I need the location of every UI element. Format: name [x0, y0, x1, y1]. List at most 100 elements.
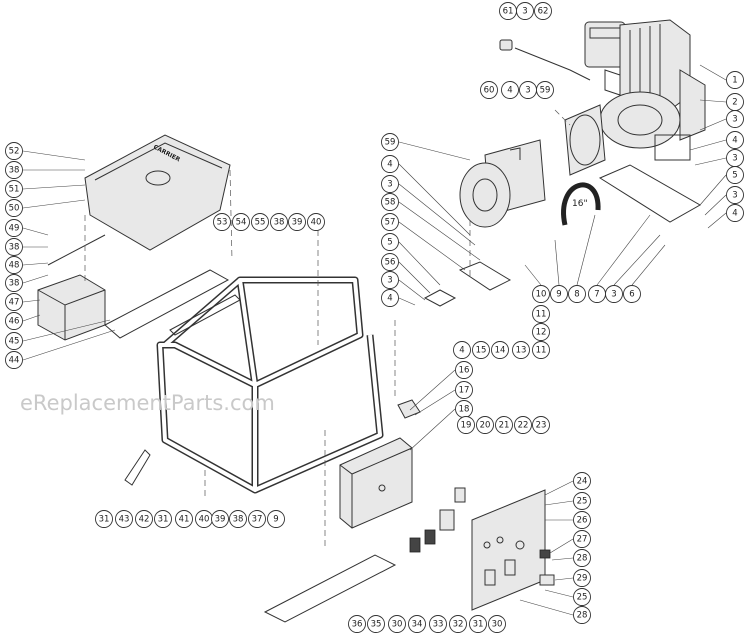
- callout-number: 38: [233, 515, 244, 525]
- callout-number: 55: [255, 218, 266, 228]
- callout-12: 12: [532, 323, 550, 341]
- engine-assembly: [584, 19, 706, 161]
- mount-bracket-left: [423, 289, 457, 307]
- callout-number: 36: [352, 620, 363, 630]
- callout-number: 38: [9, 243, 20, 253]
- callout-4: 4: [726, 131, 744, 149]
- callout-number: 40: [311, 218, 322, 228]
- callout-9: 9: [267, 510, 285, 528]
- callout-3: 3: [516, 2, 534, 20]
- callout-number: 9: [556, 290, 561, 300]
- receptacles: [409, 487, 555, 586]
- callout-number: 28: [577, 554, 588, 564]
- callout-3: 3: [519, 81, 537, 99]
- callout-number: 3: [387, 276, 392, 286]
- callout-number: 51: [9, 185, 20, 195]
- callout-44: 44: [5, 351, 23, 369]
- callout-number: 16: [459, 366, 470, 376]
- callout-27: 27: [573, 530, 591, 548]
- callout-number: 17: [459, 386, 470, 396]
- throttle-rod: [514, 47, 591, 81]
- callout-4: 4: [501, 81, 519, 99]
- callout-number: 11: [536, 346, 547, 356]
- callout-29: 29: [573, 569, 591, 587]
- callout-42: 42: [135, 510, 153, 528]
- callout-55: 55: [251, 213, 269, 231]
- callout-number: 59: [385, 138, 396, 148]
- adapter-ring: [564, 104, 606, 176]
- hose: [561, 182, 601, 226]
- callout-number: 3: [387, 180, 392, 190]
- callout-number: 4: [507, 86, 512, 96]
- callout-number: 38: [9, 279, 20, 289]
- callout-number: 34: [412, 620, 423, 630]
- hose-length-label: 16": [572, 199, 588, 209]
- callout-15: 15: [472, 341, 490, 359]
- callout-number: 56: [385, 258, 396, 268]
- callout-number: 2: [732, 98, 737, 108]
- fuel-valve: [397, 399, 421, 419]
- callout-number: 4: [387, 294, 392, 304]
- callout-3: 3: [726, 149, 744, 167]
- callout-59: 59: [536, 81, 554, 99]
- callout-number: 3: [611, 290, 616, 300]
- callout-number: 46: [9, 317, 20, 327]
- callout-number: 18: [459, 405, 470, 415]
- callout-number: 50: [9, 204, 20, 214]
- callout-4: 4: [381, 289, 399, 307]
- callout-26: 26: [573, 511, 591, 529]
- callout-number: 3: [525, 86, 530, 96]
- callout-number: 15: [476, 346, 487, 356]
- callout-number: 31: [99, 515, 110, 525]
- callout-number: 13: [516, 346, 527, 356]
- callout-38: 38: [5, 238, 23, 256]
- callout-1: 1: [726, 71, 744, 89]
- callout-number: 53: [217, 218, 228, 228]
- callout-48: 48: [5, 256, 23, 274]
- callout-38: 38: [5, 274, 23, 292]
- callout-52: 52: [5, 142, 23, 160]
- callout-40: 40: [307, 213, 325, 231]
- callout-number: 22: [518, 421, 529, 431]
- battery-tray: [104, 269, 230, 339]
- callout-3: 3: [381, 271, 399, 289]
- callout-20: 20: [476, 416, 494, 434]
- callout-number: 4: [732, 209, 737, 219]
- callout-11: 11: [532, 305, 550, 323]
- callout-number: 24: [577, 477, 588, 487]
- callout-number: 60: [484, 86, 495, 96]
- callout-number: 3: [522, 7, 527, 17]
- callout-number: 43: [119, 515, 130, 525]
- callout-number: 54: [236, 218, 247, 228]
- callout-number: 31: [158, 515, 169, 525]
- callout-number: 41: [179, 515, 190, 525]
- callout-61: 61: [499, 2, 517, 20]
- callout-number: 9: [273, 515, 278, 525]
- callout-number: 1: [732, 76, 737, 86]
- callout-39: 39: [211, 510, 229, 528]
- callout-31: 31: [469, 615, 487, 633]
- callout-4: 4: [381, 155, 399, 173]
- callout-number: 5: [387, 238, 392, 248]
- callout-28: 28: [573, 549, 591, 567]
- control-panel: [471, 489, 546, 611]
- callout-56: 56: [381, 253, 399, 271]
- callout-13: 13: [512, 341, 530, 359]
- callout-10: 10: [532, 285, 550, 303]
- callout-37: 37: [248, 510, 266, 528]
- callout-number: 12: [536, 328, 547, 338]
- callout-number: 38: [9, 166, 20, 176]
- callout-51: 51: [5, 180, 23, 198]
- callout-58: 58: [381, 193, 399, 211]
- callout-number: 4: [732, 136, 737, 146]
- callout-25: 25: [573, 492, 591, 510]
- callout-number: 39: [292, 218, 303, 228]
- callout-number: 11: [536, 310, 547, 320]
- callout-number: 44: [9, 356, 20, 366]
- callout-number: 52: [9, 147, 20, 157]
- fuel-tank: CARRIER: [84, 134, 231, 251]
- callout-4: 4: [726, 204, 744, 222]
- callout-number: 23: [536, 421, 547, 431]
